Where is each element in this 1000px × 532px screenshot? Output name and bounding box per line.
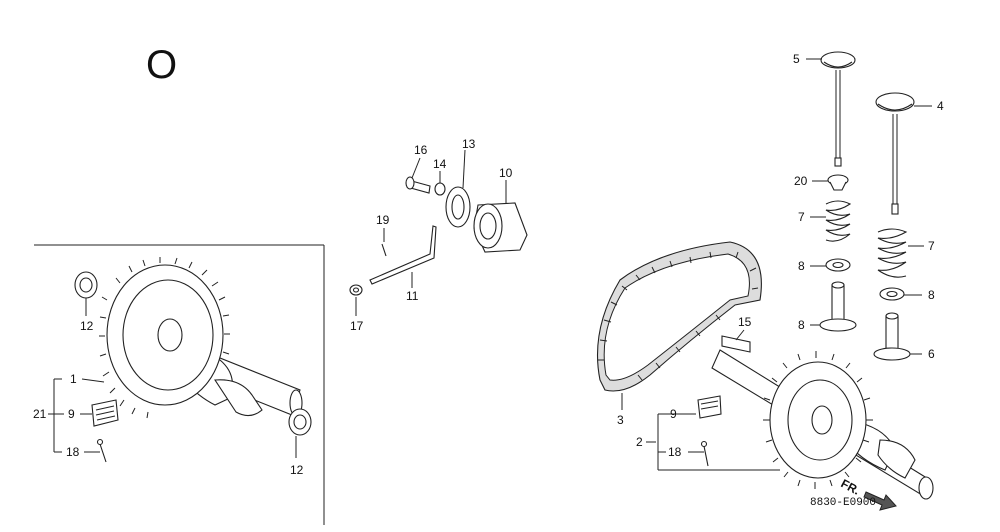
valve-4 [875, 92, 915, 215]
callout-15: 15 [738, 315, 752, 329]
callout-9: 9 [68, 407, 75, 421]
callout-9: 9 [670, 407, 677, 421]
shaft-11 [369, 225, 437, 285]
callout-3: 3 [617, 413, 624, 427]
callout-18: 18 [668, 445, 682, 459]
weight-9-left [91, 399, 119, 427]
pin-18-right [700, 440, 709, 467]
callout-6: 6 [928, 347, 935, 361]
left-frame [34, 244, 325, 525]
chain-3 [596, 241, 762, 392]
callout-12: 12 [290, 463, 304, 477]
washer-14 [434, 182, 446, 196]
valve-spring-7-right [877, 228, 908, 278]
tappet-6 [873, 312, 911, 361]
valve-train-right [819, 51, 915, 361]
center-leaders [355, 149, 507, 316]
retainer-8-right [879, 287, 905, 301]
callout-8: 8 [798, 318, 805, 332]
callout-4: 4 [937, 99, 944, 113]
retainer-8-left [825, 258, 851, 272]
washer-12-bottom [288, 408, 312, 436]
callout-21: 21 [33, 407, 47, 421]
callout-7: 7 [928, 239, 935, 253]
left-leaders [48, 298, 297, 458]
callout-17: 17 [350, 319, 364, 333]
retainer-20 [827, 174, 849, 191]
plate-13 [445, 186, 471, 228]
housing-10 [473, 202, 528, 253]
callout-labels: 12 1 21 9 18 12 16 14 13 10 19 11 17 5 4… [33, 52, 944, 477]
callout-20: 20 [794, 174, 808, 188]
cam-gear-left [99, 257, 230, 419]
pin-19 [381, 243, 387, 257]
callout-10: 10 [499, 166, 513, 180]
callout-12: 12 [80, 319, 94, 333]
callout-13: 13 [462, 137, 476, 151]
callout-14: 14 [433, 157, 447, 171]
camshaft-gear-assembly-left [74, 257, 312, 463]
washer-12-top [74, 271, 98, 299]
callout-7: 7 [798, 210, 805, 224]
cam-sprocket-right [763, 351, 873, 489]
callout-11: 11 [406, 289, 419, 303]
valve-5 [820, 51, 856, 167]
diagram-code: 8830-E0900 [810, 497, 876, 509]
section-mark: O [146, 43, 177, 87]
key-15 [721, 335, 751, 353]
right-leaders [621, 58, 932, 471]
callout-18: 18 [66, 445, 80, 459]
tappet-8 [819, 281, 857, 332]
washer-17 [349, 284, 363, 296]
callout-8: 8 [928, 288, 935, 302]
callout-2: 2 [636, 435, 643, 449]
camshaft-sprocket-assembly-right [697, 335, 934, 500]
front-marker-label: FR. [839, 476, 863, 497]
callout-16: 16 [414, 143, 428, 157]
callout-19: 19 [376, 213, 390, 227]
callout-8: 8 [798, 259, 805, 273]
callout-1: 1 [70, 372, 77, 386]
governor-parts-center [349, 176, 528, 296]
weight-9-right [697, 395, 722, 419]
pin-18-left [96, 438, 107, 463]
valve-spring-7-left [825, 200, 852, 242]
bolt-16 [405, 176, 431, 194]
callout-5: 5 [793, 52, 800, 66]
